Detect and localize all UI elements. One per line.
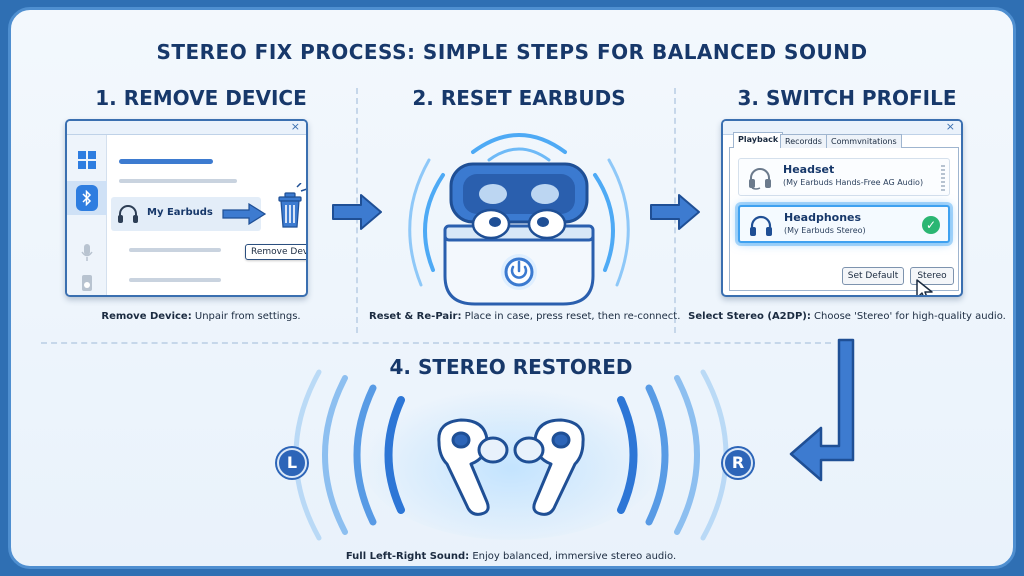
- tab-recordings[interactable]: Recordds: [780, 134, 827, 148]
- caption-bold: Reset & Re-Pair:: [369, 311, 462, 322]
- trash-icon[interactable]: [271, 183, 308, 231]
- infographic-frame: STEREO FIX PROCESS: SIMPLE STEPS FOR BAL…: [8, 7, 1016, 569]
- arrow-right-icon: [332, 194, 382, 230]
- step-2-caption: Reset & Re-Pair: Place in case, press re…: [369, 311, 680, 322]
- placeholder-line: [129, 248, 221, 252]
- headset-icon: [749, 168, 771, 190]
- tab-playback[interactable]: Playback: [733, 132, 784, 148]
- placeholder-line: [119, 179, 237, 183]
- set-default-button[interactable]: Set Default: [842, 267, 904, 285]
- caption-bold: Full Left-Right Sound:: [345, 551, 470, 562]
- close-icon[interactable]: ×: [945, 120, 955, 133]
- settings-sidebar: [67, 135, 107, 295]
- headphones-icon: [118, 205, 138, 223]
- cursor-icon: [916, 279, 933, 295]
- caption-text: Place in case, press reset, then re-conn…: [461, 311, 681, 322]
- close-icon[interactable]: ×: [290, 120, 300, 133]
- step-2-heading: 2. RESET EARBUDS: [412, 86, 626, 110]
- bluetooth-settings-window: × My Earbuds Remo: [65, 119, 308, 297]
- arrow-down-left-icon: [789, 338, 855, 482]
- speaker-device-icon: [67, 266, 107, 295]
- header-placeholder-bar: [119, 159, 213, 164]
- sound-settings-window: × Playback Recordds Commvnitations Heads…: [721, 119, 963, 297]
- checkmark-icon: ✓: [922, 216, 940, 234]
- device-subtitle: (My Earbuds Hands-Free AG Audio): [783, 178, 924, 187]
- caption-text: Enjoy balanced, immersive stereo audio.: [469, 551, 677, 562]
- stereo-button[interactable]: Stereo: [910, 267, 954, 285]
- remove-device-tooltip[interactable]: Remove Device: [245, 244, 306, 260]
- caption-text: Choose 'Stereo' for high-quality audio.: [810, 311, 1006, 322]
- window-titlebar: ×: [67, 121, 306, 135]
- charging-case-illustration: [408, 133, 630, 306]
- right-channel-badge: R: [723, 448, 753, 478]
- left-channel-badge: L: [277, 448, 307, 478]
- arrow-right-icon: [650, 194, 700, 230]
- headphones-icon: [750, 215, 772, 236]
- step-1-caption: Remove Device: Unpair from settings.: [51, 311, 351, 322]
- tab-communications[interactable]: Commvnitations: [826, 134, 902, 148]
- level-meter: [941, 165, 945, 191]
- windows-logo-icon[interactable]: [67, 143, 107, 177]
- device-label: My Earbuds: [147, 207, 213, 218]
- step-4-heading: 4. STEREO RESTORED: [389, 355, 633, 379]
- device-subtitle: (My Earbuds Stereo): [784, 226, 866, 235]
- device-row-headphones[interactable]: Headphones (My Earbuds Stereo) ✓: [738, 205, 950, 243]
- device-row-headset[interactable]: Headset (My Earbuds Hands-Free AG Audio): [738, 158, 950, 196]
- device-name: Headset: [783, 163, 835, 176]
- page-title: STEREO FIX PROCESS: SIMPLE STEPS FOR BAL…: [156, 40, 868, 64]
- caption-bold: Select Stereo (A2DP):: [688, 311, 811, 322]
- arrow-right-icon: [222, 203, 267, 225]
- placeholder-line: [129, 278, 221, 282]
- step-4-caption: Full Left-Right Sound: Enjoy balanced, i…: [261, 551, 761, 562]
- device-name: Headphones: [784, 211, 862, 224]
- caption-text: Unpair from settings.: [191, 311, 301, 322]
- microphone-icon: [67, 236, 107, 270]
- caption-bold: Remove Device:: [101, 311, 192, 322]
- step-3-heading: 3. SWITCH PROFILE: [737, 86, 957, 110]
- step-3-caption: Select Stereo (A2DP): Choose 'Stereo' fo…: [687, 311, 1007, 322]
- tab-panel: Playback Recordds Commvnitations Headset…: [729, 132, 959, 295]
- divider-horizontal: [41, 342, 831, 344]
- stereo-earbuds-illustration: [293, 369, 729, 541]
- bluetooth-icon[interactable]: [67, 181, 107, 215]
- step-1-heading: 1. REMOVE DEVICE: [95, 86, 307, 110]
